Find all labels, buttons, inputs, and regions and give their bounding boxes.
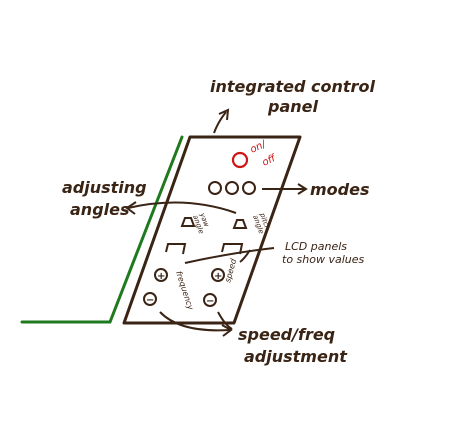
speedfreq-arrowhead-left xyxy=(221,324,233,337)
speed-plus-button xyxy=(211,268,225,282)
speedfreq-label-line1: speed/freq xyxy=(238,325,335,344)
mode-button-2 xyxy=(225,181,239,195)
integrated-label-line2: panel xyxy=(267,97,318,116)
mode-button-1 xyxy=(208,181,222,195)
yaw-knob-icon xyxy=(180,217,196,227)
lcd-label-line1: LCD panels xyxy=(285,240,347,253)
integrated-arrow xyxy=(213,111,227,134)
onoff-label-off: off xyxy=(261,152,279,168)
stand-outline xyxy=(20,135,184,324)
modes-label: modes xyxy=(310,180,370,199)
speedfreq-arrow-right xyxy=(217,311,233,330)
speedfreq-arrow-left xyxy=(159,311,231,332)
frequency-minus-button xyxy=(143,292,157,306)
speed-minus-sign: − xyxy=(206,296,214,307)
lcd-panel-left xyxy=(165,243,187,255)
pitch-knob-icon xyxy=(232,219,248,229)
adjusting-label-line1: adjusting xyxy=(62,178,147,197)
speed-minus-button xyxy=(203,293,217,307)
speed-label: speed xyxy=(223,257,238,284)
integrated-label-line1: integrated control xyxy=(210,77,375,96)
mode-button-3 xyxy=(242,181,256,195)
lcd-arrow-branch xyxy=(239,249,251,263)
adjusting-label-line2: angles xyxy=(70,200,130,219)
onoff-label-on: on/ xyxy=(249,138,269,155)
lcd-panel-right xyxy=(221,243,244,255)
frequency-plus-button xyxy=(154,268,168,282)
modes-arrowhead xyxy=(297,183,308,195)
control-panel-outline xyxy=(122,135,302,325)
integrated-arrowhead xyxy=(218,108,230,121)
power-button-icon xyxy=(231,151,249,169)
speed-plus-sign: + xyxy=(214,271,222,282)
frequency-minus-sign: − xyxy=(146,295,154,306)
adjusting-arrowhead xyxy=(125,201,137,215)
lcd-label-line2: to show values xyxy=(282,253,365,266)
adjusting-arrow xyxy=(127,201,237,214)
frequency-plus-sign: + xyxy=(157,271,165,282)
lcd-arrow xyxy=(184,247,275,264)
speedfreq-label-line2: adjustment xyxy=(244,347,348,366)
frequency-label: frequency xyxy=(174,270,195,311)
